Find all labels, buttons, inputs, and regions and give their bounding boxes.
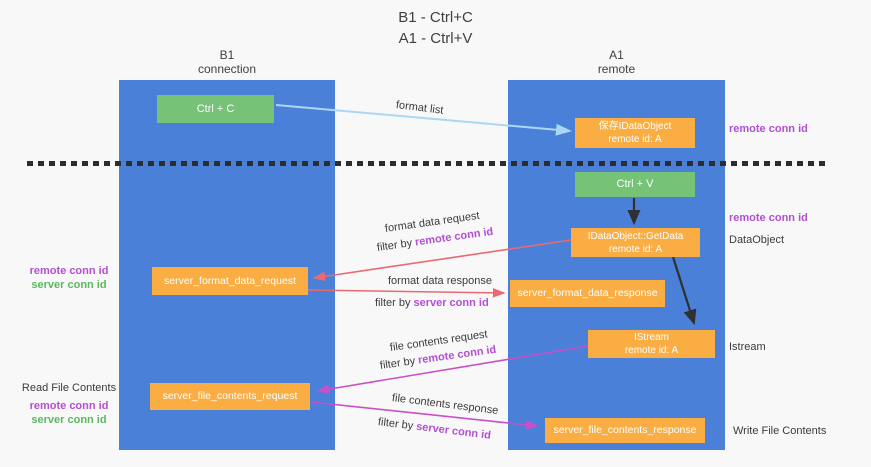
write-file-contents-text: Write File Contents (733, 425, 827, 437)
phase-separator-dashed-line (27, 161, 830, 166)
server-file-contents-request-label: server_file_contents_request (162, 390, 298, 402)
dataobject-text: DataObject (729, 234, 785, 246)
filter-by-text: filter by (379, 355, 416, 372)
format-list-label: format list (395, 99, 444, 117)
server-format-data-request-label: server_format_data_request (164, 274, 296, 287)
server-conn-id-left-label: server conn id (31, 279, 107, 291)
format-data-response-label: format data response (388, 275, 492, 287)
save-dataobject-subtitle: remote id: A (608, 134, 662, 145)
format-list-text: format list (395, 99, 445, 117)
right-column-title: A1 (609, 48, 624, 62)
server-file-contents-response-label: server_file_contents_response (553, 424, 697, 436)
getdata-node: IDataObject::GetData remote id: A (571, 228, 700, 257)
ctrl-c-node: Ctrl + C (157, 95, 274, 123)
istream-title: IStream (633, 332, 669, 343)
server-format-data-request-node: server_format_data_request (152, 267, 308, 295)
left-column-title: B1 (219, 48, 235, 62)
read-file-contents-label: Read File Contents (21, 382, 117, 394)
arrow-format-data-response (307, 288, 506, 298)
remote-conn-id-left-label: remote conn id (29, 265, 109, 277)
remote-conn-id-left-label-2: remote conn id (29, 400, 109, 412)
istream-side-label: Istream (729, 340, 766, 354)
filter-by-text: filter by (376, 237, 413, 254)
left-conn-id-group: remote conn id server conn id (14, 264, 124, 292)
server-conn-id-left-label-2: server conn id (31, 414, 107, 426)
server-file-contents-request-node: server_file_contents_request (150, 383, 310, 410)
diagram-title: B1 - Ctrl+C A1 - Ctrl+V (0, 7, 871, 49)
write-file-contents-label: Write File Contents (733, 424, 826, 438)
server-format-data-response-node: server_format_data_response (510, 280, 665, 307)
filter-by-text: filter by (375, 297, 411, 309)
ctrl-v-label: Ctrl + V (616, 178, 654, 190)
istream-node: IStream remote id: A (588, 330, 715, 358)
read-file-contents-group: Read File Contents remote conn id server… (10, 381, 128, 427)
server-conn-id-text: server conn id (415, 420, 492, 442)
format-data-response-text: format data response (388, 275, 492, 287)
server-file-contents-response-node: server_file_contents_response (545, 418, 705, 443)
getdata-title: IDataObject::GetData (587, 230, 684, 242)
title-line-2: A1 - Ctrl+V (398, 30, 473, 47)
remote-conn-id-side-label-mid: remote conn id (729, 211, 808, 225)
istream-subtitle: remote id: A (624, 345, 679, 356)
save-dataobject-title: 保存IDataObject (598, 121, 672, 132)
ctrl-v-node: Ctrl + V (575, 172, 695, 197)
server-format-data-response-label: server_format_data_response (517, 287, 658, 299)
remote-conn-id-side-label-top: remote conn id (729, 122, 808, 136)
save-dataobject-node: 保存IDataObject remote id: A (575, 118, 695, 148)
getdata-subtitle: remote id: A (608, 243, 663, 255)
right-column-subtitle: remote (597, 62, 636, 76)
file-contents-response-text: file contents response (391, 392, 499, 417)
filter-by-text: filter by (377, 416, 414, 433)
ctrl-c-label: Ctrl + C (196, 102, 235, 115)
file-contents-response-label: file contents response (391, 392, 499, 417)
istream-text: Istream (729, 341, 766, 353)
title-line-1: B1 - Ctrl+C (398, 9, 473, 26)
left-column-header: B1 connection (119, 48, 335, 78)
right-column-header: A1 remote (508, 48, 725, 78)
remote-conn-id-text: remote conn id (729, 123, 808, 135)
remote-conn-id-text: remote conn id (729, 212, 808, 224)
server-conn-id-text: server conn id (413, 297, 489, 309)
dataobject-side-label: DataObject (729, 233, 784, 247)
left-column-subtitle: connection (197, 62, 257, 76)
